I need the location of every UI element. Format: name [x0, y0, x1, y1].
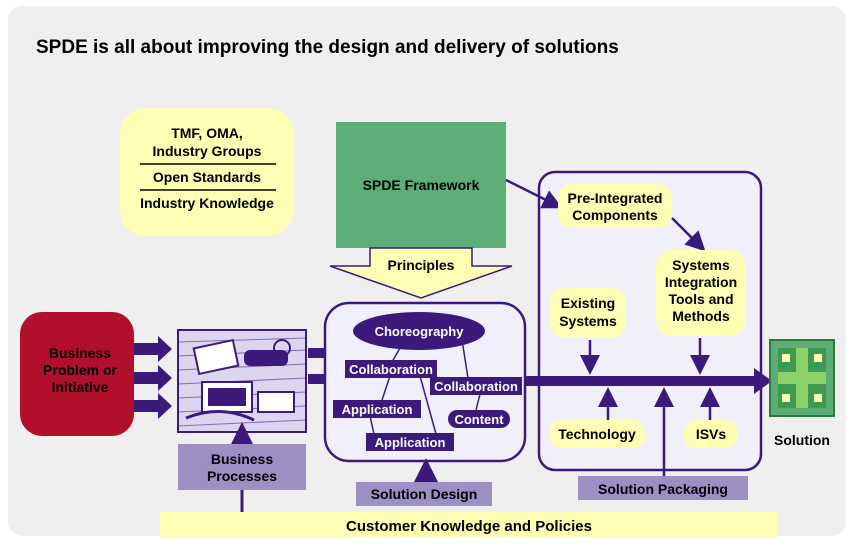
collaboration-left-label: Collaboration — [349, 362, 433, 377]
customer-knowledge-label: Customer Knowledge and Policies — [346, 518, 592, 535]
business-processes-box: Business Processes — [178, 422, 306, 512]
solution-puzzle-icon — [769, 339, 835, 417]
spde-framework-box: SPDE Framework — [336, 122, 506, 248]
pre-integrated-line-1: Pre-Integrated — [568, 190, 663, 206]
business-problem-line-2: Problem or — [43, 362, 117, 378]
systems-integration-line-3: Tools and — [668, 291, 733, 307]
systems-integration-line-4: Methods — [672, 308, 730, 324]
technology-label: Technology — [558, 426, 636, 442]
main-flow-arrow — [525, 368, 772, 394]
systems-integration-line-2: Integration — [665, 274, 737, 290]
solution-packaging-label: Solution Packaging — [598, 481, 728, 497]
customer-knowledge-bar: Customer Knowledge and Policies — [160, 512, 778, 538]
page-title: SPDE is all about improving the design a… — [36, 37, 619, 58]
existing-systems-line-2: Systems — [559, 313, 617, 329]
components-to-integration-arrow — [671, 217, 706, 252]
technology-box: Technology — [549, 387, 645, 448]
systems-integration-box: Systems Integration Tools and Methods — [656, 250, 746, 336]
systems-integration-line-1: Systems — [672, 257, 730, 273]
standards-line-4: Industry Knowledge — [140, 195, 274, 211]
solution-design-box: Choreography Collaboration Collaboration… — [323, 301, 527, 463]
solution-design-label-box: Solution Design — [356, 458, 492, 506]
business-processes-line-2: Processes — [207, 468, 277, 484]
application-top-label: Application — [342, 402, 413, 417]
solution-label: Solution — [774, 432, 830, 448]
business-processes-line-1: Business — [211, 451, 273, 467]
application-bottom-label: Application — [375, 435, 446, 450]
content-label: Content — [454, 412, 504, 427]
standards-line-2: Industry Groups — [153, 143, 262, 159]
business-problem-line-3: Initiative — [52, 379, 109, 395]
existing-systems-line-1: Existing — [561, 295, 615, 311]
pre-integrated-components-box: Pre-Integrated Components — [558, 184, 672, 228]
choreography-label: Choreography — [375, 324, 465, 339]
solution-packaging-label-box: Solution Packaging — [578, 387, 748, 500]
problem-arrows — [134, 336, 172, 419]
framework-to-components-arrow — [505, 178, 563, 209]
isvs-label: ISVs — [696, 426, 727, 442]
pre-integrated-line-2: Components — [572, 207, 658, 223]
standards-box: TMF, OMA, Industry Groups Open Standards… — [120, 108, 294, 236]
business-problem-box: Business Problem or Initiative — [20, 312, 134, 436]
standards-line-3: Open Standards — [153, 169, 261, 185]
framework-label: SPDE Framework — [363, 177, 480, 193]
isvs-box: ISVs — [684, 387, 738, 448]
principles-label: Principles — [388, 257, 455, 273]
existing-systems-box: Existing Systems — [550, 288, 626, 338]
collaboration-right-label: Collaboration — [434, 379, 518, 394]
standards-line-1: TMF, OMA, — [171, 125, 243, 141]
office-desk-clipart-icon — [177, 329, 307, 433]
business-problem-line-1: Business — [49, 345, 111, 361]
principles-arrow: Principles — [329, 247, 513, 299]
solution-design-label: Solution Design — [371, 486, 478, 502]
